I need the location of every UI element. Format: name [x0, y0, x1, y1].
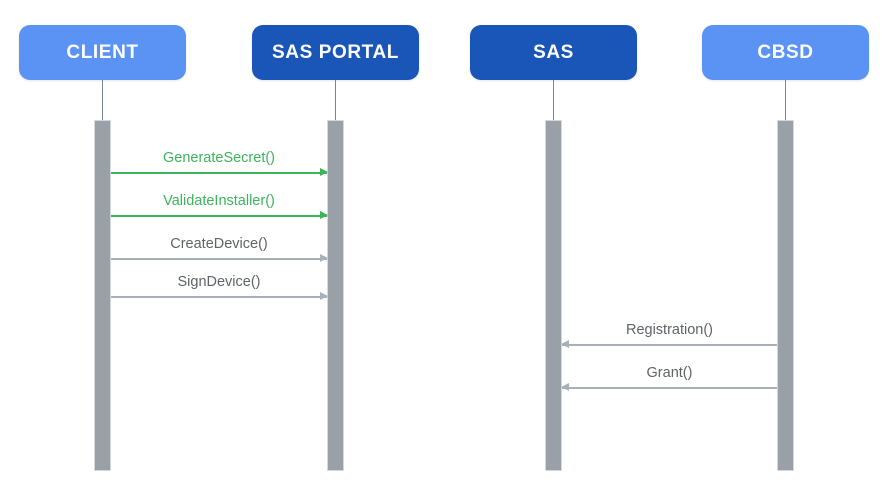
message-line-validate-installer	[111, 215, 327, 217]
lifeline-stem-sas	[553, 80, 554, 120]
activation-bar-client[interactable]	[94, 120, 111, 471]
lifeline-stem-sas-portal	[335, 80, 336, 120]
arrow-head-right-icon	[320, 168, 328, 176]
actor-box-client[interactable]: CLIENT	[19, 25, 186, 80]
actor-label-cbsd: CBSD	[757, 42, 814, 63]
message-label-create-device: CreateDevice()	[170, 236, 268, 253]
message-label-registration: Registration()	[625, 322, 714, 339]
activation-bar-sas-portal[interactable]	[327, 120, 344, 471]
actor-box-sas-portal[interactable]: SAS PORTAL	[252, 25, 419, 80]
message-line-sign-device	[111, 296, 327, 298]
message-line-create-device	[111, 258, 327, 260]
actor-box-sas[interactable]: SAS	[470, 25, 637, 80]
message-validate-installer[interactable]: ValidateInstaller()	[111, 193, 328, 219]
arrow-head-left-icon	[561, 340, 569, 348]
message-sign-device[interactable]: SignDevice()	[111, 274, 328, 300]
activation-bar-sas[interactable]	[545, 120, 562, 471]
activation-bar-cbsd[interactable]	[777, 120, 794, 471]
message-label-grant: Grant()	[646, 365, 693, 382]
lifeline-stem-cbsd	[785, 80, 786, 120]
message-generate-secret[interactable]: GenerateSecret()	[111, 150, 328, 176]
actor-box-cbsd[interactable]: CBSD	[702, 25, 869, 80]
arrow-head-right-icon	[320, 211, 328, 219]
message-grant[interactable]: Grant()	[561, 365, 777, 391]
message-create-device[interactable]: CreateDevice()	[111, 236, 328, 262]
arrow-head-right-icon	[320, 292, 328, 300]
actor-label-client: CLIENT	[66, 42, 139, 63]
lifeline-stem-client	[102, 80, 103, 120]
message-registration[interactable]: Registration()	[561, 322, 777, 348]
message-line-registration	[562, 344, 777, 346]
actor-label-sas: SAS	[533, 42, 574, 63]
message-line-grant	[562, 387, 777, 389]
arrow-head-left-icon	[561, 383, 569, 391]
message-label-sign-device: SignDevice()	[177, 274, 261, 291]
actor-label-sas-portal: SAS PORTAL	[271, 42, 400, 63]
message-line-generate-secret	[111, 172, 327, 174]
message-label-validate-installer: ValidateInstaller()	[163, 193, 275, 210]
message-label-generate-secret: GenerateSecret()	[162, 150, 276, 167]
arrow-head-right-icon	[320, 254, 328, 262]
